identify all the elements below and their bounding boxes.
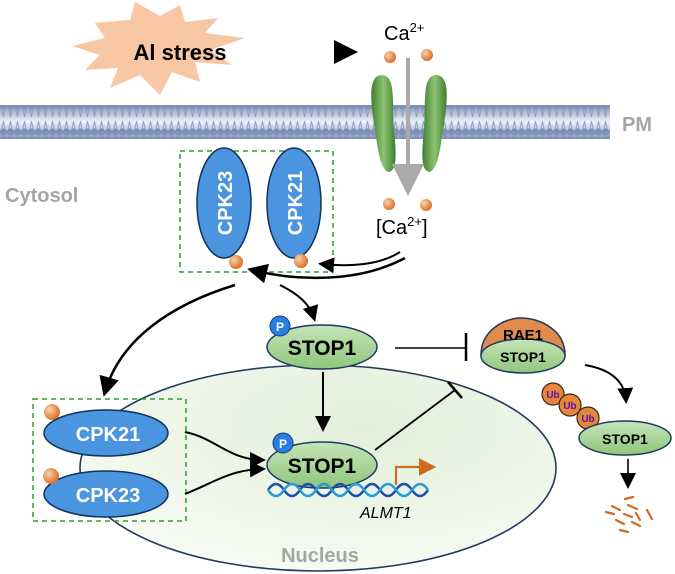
cpk21-to-stop1-arrow: [184, 431, 266, 468]
calcium-ion: [420, 199, 432, 211]
stop1-cytosol: [266, 324, 378, 370]
ub-label: Ub: [563, 401, 576, 412]
calcium-ion: [384, 51, 396, 63]
al-stress-starburst: [72, 2, 245, 95]
cpk21-nuclear-label: CPK21: [76, 424, 140, 446]
phospho-badge: [272, 432, 294, 454]
ubiquitin: [541, 382, 565, 406]
almt1-gene-label: ALMT1: [359, 505, 412, 522]
stop1-degraded-label: STOP1: [602, 431, 648, 447]
cpk-to-nucleus-arrow: [99, 283, 236, 397]
stop1-nuclear-label: STOP1: [288, 455, 357, 478]
calcium-to-cpk21-arrow: [318, 251, 401, 274]
phospho-label: P: [276, 320, 284, 334]
phospho-badge: [269, 315, 291, 337]
cpk21-membrane: [266, 147, 322, 259]
ub-label: Ub: [546, 390, 559, 401]
degraded-fragments: [604, 495, 654, 534]
rae1-stop1-complex: [480, 317, 566, 374]
pm-label: PM: [622, 114, 652, 136]
inhibition-bar: [447, 381, 463, 399]
cpk23-nuclear: [43, 470, 169, 518]
cpk23-membrane: [196, 147, 252, 259]
nuclear-stop1-inhibits-rae1: [374, 389, 456, 451]
calcium-channel: [371, 75, 447, 172]
cpk23-membrane-label: CPK23: [215, 171, 237, 235]
al-stress-label: Al stress: [134, 40, 227, 65]
calcium-to-cpk23-arrow: [247, 256, 406, 284]
stop1-cytosol-label: STOP1: [288, 337, 357, 360]
calcium-ion: [44, 404, 60, 420]
rae1-label: RAE1: [503, 327, 543, 344]
calcium-ion: [294, 254, 308, 268]
ca-cytosolic-label: [Ca2+]: [376, 214, 428, 239]
cytosol-label: Cytosol: [5, 185, 78, 207]
dna-helix: [266, 482, 430, 498]
plasma-membrane: [0, 105, 610, 139]
stop1-nuclear: [266, 441, 378, 489]
ca-extracellular-label: Ca2+: [384, 20, 424, 45]
cpk23-to-stop1-arrow: [184, 461, 266, 495]
calcium-ion: [421, 49, 433, 61]
transcription-arrow: [394, 458, 437, 485]
rae1-stop1-label: STOP1: [500, 349, 546, 365]
nuclear-cpk-complex-box: [32, 398, 187, 522]
cpk21-nuclear: [43, 409, 169, 457]
ub-label: Ub: [581, 414, 594, 425]
rae1-to-degradation-arrow: [584, 364, 634, 404]
stop1-degraded: [578, 420, 672, 456]
ubiquitin: [558, 393, 582, 417]
cpk-to-stop1-arrow: [279, 284, 319, 322]
calcium-ion: [383, 198, 395, 210]
calcium-ion: [229, 255, 243, 269]
cpk23-nuclear-label: CPK23: [76, 485, 140, 507]
cpk21-membrane-label: CPK21: [285, 171, 307, 235]
membrane-cpk-complex-box: [179, 150, 334, 273]
nucleus-label: Nucleus: [281, 545, 359, 567]
phospho-label: P: [279, 437, 287, 451]
calcium-ion: [43, 468, 59, 484]
